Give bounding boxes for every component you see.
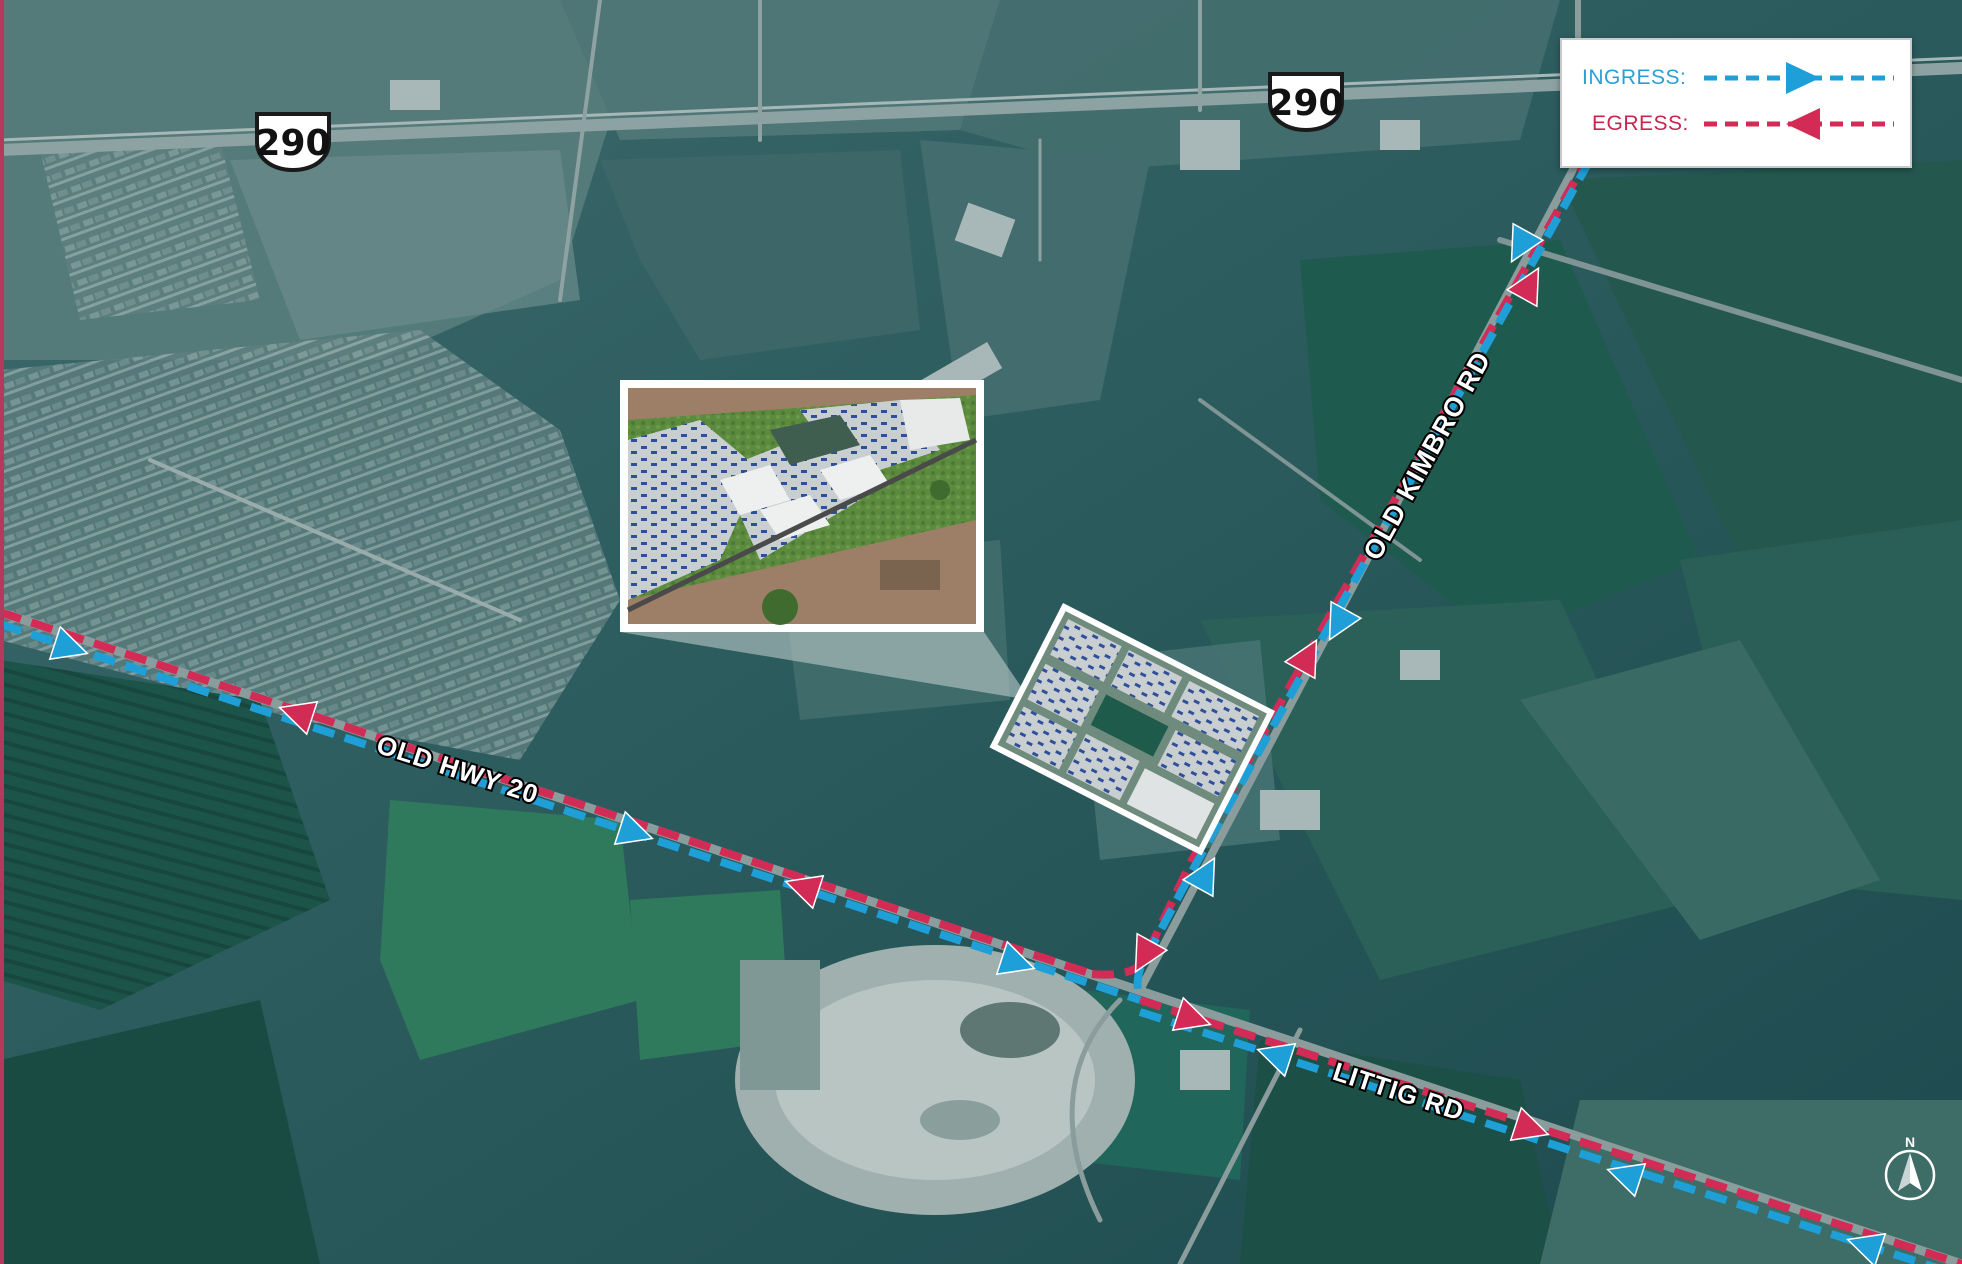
shield-number-east: 290 [1268, 83, 1343, 124]
landfill-area [735, 945, 1135, 1215]
legend-ingress-line [1704, 62, 1894, 94]
north-arrow-icon: N [1884, 1134, 1936, 1201]
legend-ingress-row: INGRESS: [1582, 58, 1902, 98]
legend-egress-arrow-icon [1786, 108, 1820, 140]
legend-egress-line [1704, 108, 1894, 140]
site-rendering-inset [620, 380, 984, 632]
legend-ingress-arrow-icon [1786, 62, 1820, 94]
left-edge-border [0, 0, 4, 1264]
callout-connector [620, 632, 1030, 700]
compass-north-label: N [1905, 1134, 1915, 1150]
egress-route [0, 166, 1962, 1264]
site-parcel [989, 603, 1276, 856]
shield-number-west: 290 [255, 123, 330, 164]
legend-egress-row: EGRESS: [1582, 104, 1902, 144]
us-290-shield-west: 290 [255, 112, 331, 172]
egress-arrows [278, 266, 1550, 1142]
us-290-shield-east: 290 [1268, 72, 1344, 132]
route-legend: INGRESS: EGRESS: [1560, 38, 1912, 168]
ingress-arrows [48, 222, 1887, 1264]
legend-egress-label: EGRESS: [1592, 112, 1689, 135]
legend-ingress-label: INGRESS: [1582, 66, 1687, 89]
